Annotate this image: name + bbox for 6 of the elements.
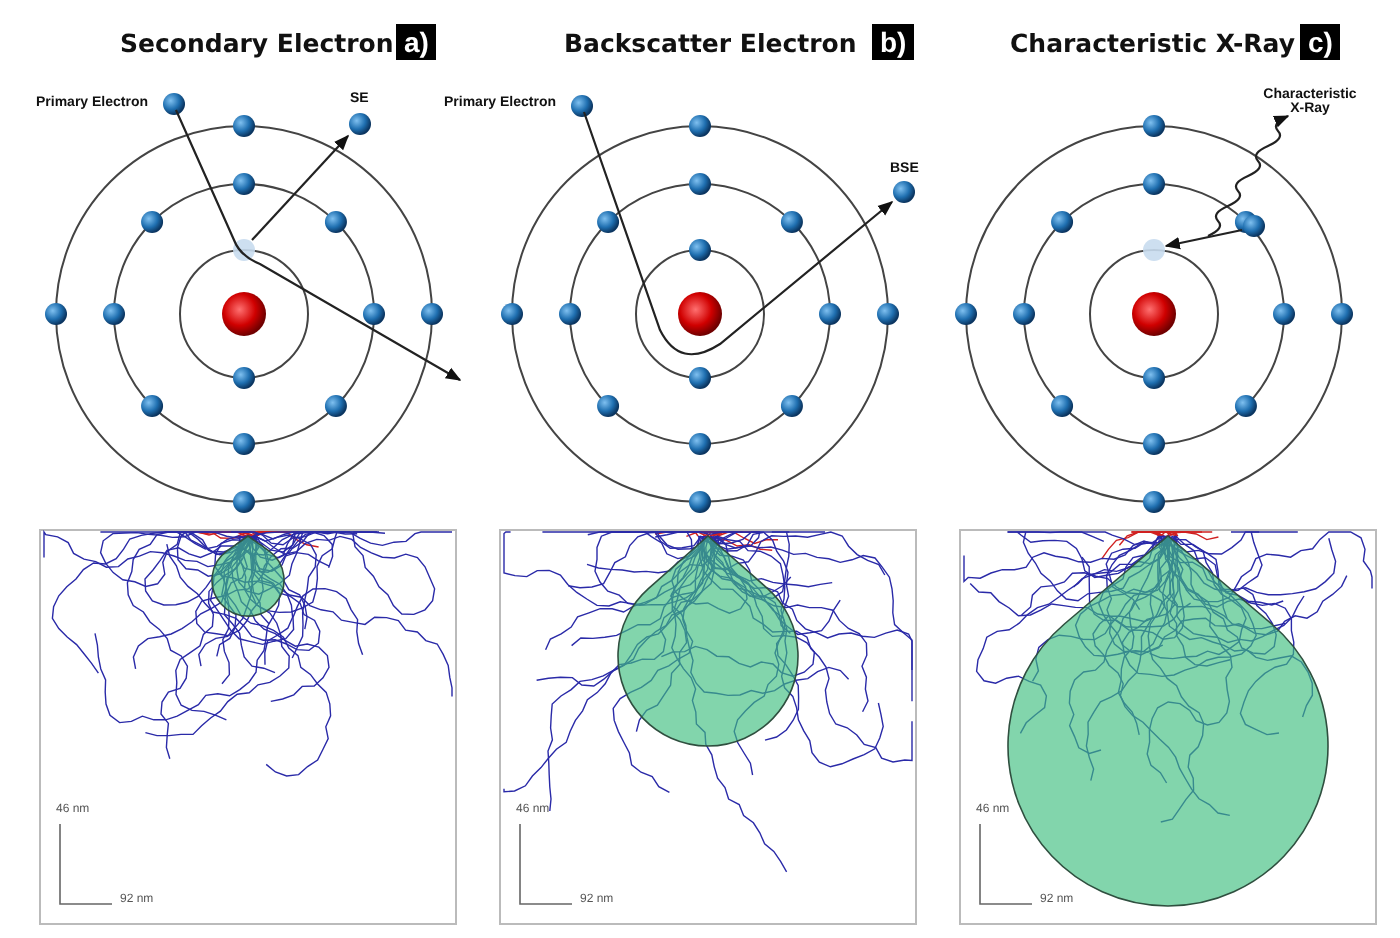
panel-title: Secondary Electron (120, 28, 394, 58)
panel-letter: a) (396, 24, 437, 60)
panel-letter: b) (872, 24, 915, 60)
panel-letter: c) (1300, 24, 1341, 60)
panel-title: Characteristic X-Ray (1010, 28, 1296, 58)
panel-title: Backscatter Electron (564, 28, 857, 58)
